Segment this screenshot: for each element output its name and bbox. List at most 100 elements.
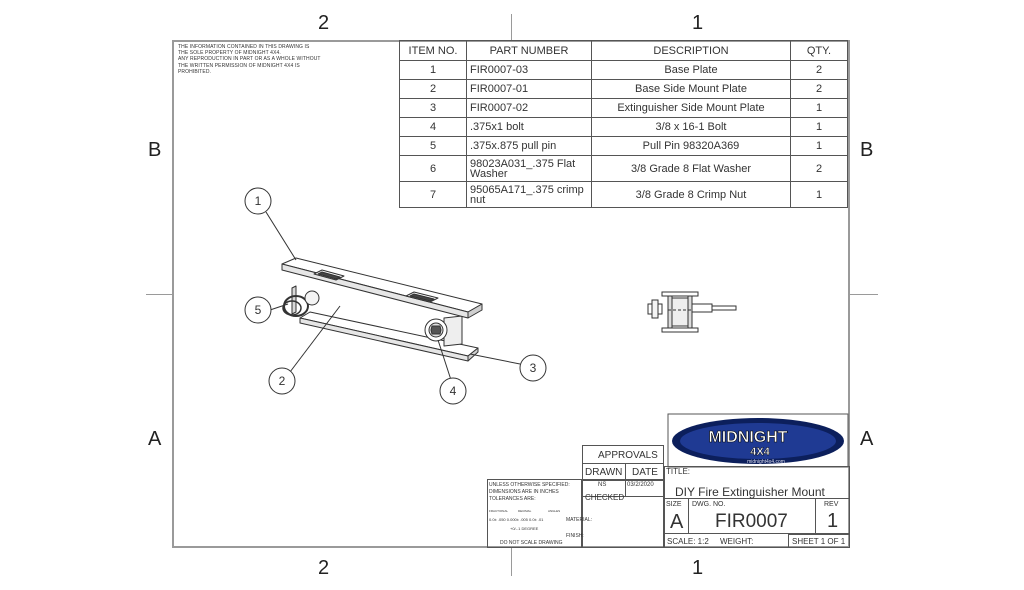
bom-item: 7 [399,181,467,208]
balloon-label-3: 3 [530,361,537,375]
leader-5 [269,303,289,311]
bom-qty: 1 [790,181,848,208]
side-view-plate-left [667,291,673,333]
bom-qty: 2 [790,79,848,99]
bom-row: 1 FIR0007-03 Base Plate 2 [399,60,848,80]
pull-pin-ring-inner [282,300,302,316]
side-view-body [671,297,689,327]
bom-description: 3/8 Grade 8 Crimp Nut [591,181,791,208]
side-view-washer [651,299,659,319]
bom-part: 95065A171_.375 crimp nut [466,181,592,208]
bom-row: 4 .375x1 bolt 3/8 x 16-1 Bolt 1 [399,117,848,137]
size-cell [664,498,689,534]
balloon-1 [244,187,272,215]
bom-header-description: DESCRIPTION [591,40,791,61]
bom-description: 3/8 Grade 8 Flat Washer [591,155,791,182]
balloon-label-4: 4 [450,384,457,398]
zone-tick-bottom [511,548,512,576]
size-label: SIZE [666,501,682,508]
size-value: A [670,511,684,533]
bom-description: Extinguisher Side Mount Plate [591,98,791,118]
side-view-top-plate [661,291,699,297]
bom-qty: 1 [790,136,848,156]
side-mount-plate-left [291,285,297,315]
proprietary-notice: THE INFORMATION CONTAINED IN THIS DRAWIN… [178,44,334,75]
tolerance-line-2: DIMENSIONS ARE IN INCHES [489,489,559,495]
dwg-no-label: DWG. NO. [692,501,726,508]
zone-label-bottom-2: 2 [318,557,330,579]
rev-label: REV [824,501,839,508]
zone-label-top-2: 2 [318,12,330,34]
side-view [647,291,737,333]
rev-cell [815,498,850,534]
leader-1 [265,211,297,261]
notice-line: THE INFORMATION CONTAINED IN THIS DRAWIN… [178,44,310,50]
tolerance-line-1: UNLESS OTHERWISE SPECIFIED: [489,482,570,488]
bom-row: 2 FIR0007-01 Base Side Mount Plate 2 [399,79,848,99]
bom-header-row: ITEM NO. PART NUMBER DESCRIPTION QTY. [399,40,848,61]
balloon-label-2: 2 [279,374,286,388]
drawing-title: DIY Fire Extinguisher Mount [675,485,825,499]
tolerance-block [487,479,582,548]
bom-qty: 2 [790,155,848,182]
weight-label: WEIGHT: [720,537,754,546]
leader-2 [289,305,341,373]
balloon-label-5: 5 [255,303,262,317]
bom-row: 6 98023A031_.375 Flat Washer 3/8 Grade 8… [399,155,848,182]
side-view-plate-right [687,291,693,333]
drawn-row [582,480,664,497]
zone-label-left-b: B [148,139,162,161]
notice-line: THE SOLE PROPERTY OF MIDNIGHT 4X4. [178,50,281,57]
approvals-label: APPROVALS [598,450,658,461]
bom-description: Pull Pin 98320A369 [591,136,791,156]
logo-ellipse-inner [680,423,836,459]
bom-description: Base Plate [591,60,791,80]
zone-label-left-a: A [148,428,162,450]
sheet-label: SHEET 1 OF 1 [792,537,846,546]
balloon-3 [519,354,547,382]
logo-brand: MIDNIGHT [708,429,787,446]
drawn-date-value: 03/2/2020 [627,482,654,488]
drawn-label: DRAWN [585,467,623,478]
balloon-5 [244,296,272,324]
zone-tick-right [850,294,878,295]
midnight-logo: MIDNIGHT 4X4 midnight4x4.com [667,413,849,468]
upper-base-plate-end [467,303,483,319]
leader-3 [469,353,521,365]
notice-line: ANY REPRODUCTION IN PART OR AS A WHOLE W… [178,56,321,63]
drawn-by-value: NS [598,482,607,488]
side-view-bottom-plate [661,327,699,333]
zone-label-right-a: A [860,428,874,450]
tolerance-angles: ANGLES [548,509,561,513]
slot-left-inner [317,271,341,280]
tolerance-decimal: DECIMAL [518,509,532,513]
bom-row: 7 95065A171_.375 crimp nut 3/8 Grade 8 C… [399,181,848,208]
material-label: MATERIAL: [566,517,593,523]
side-view-pull-pin [711,305,737,311]
do-not-scale-note: DO NOT SCALE DRAWING [500,540,563,546]
tolerance-line-3: TOLERANCES ARE: [489,496,536,502]
balloon-2 [268,367,296,395]
drawing-number: FIR0007 [715,511,788,532]
bolt-hex [430,325,442,335]
tolerance-values: 0.0± .050 0.000± .005 0.0± .01 [489,517,544,522]
sheet-cell [788,534,850,548]
bom-row: 5 .375x.875 pull pin Pull Pin 98320A369 … [399,136,848,156]
angle-tolerance: +0/-.1 DEGREE [510,526,539,531]
tolerance-fractional: FRACTIONAL [489,509,509,513]
bom-description: Base Side Mount Plate [591,79,791,99]
notice-line: THE WRITTEN PERMISSION OF MIDNIGHT 4X4 I… [178,62,300,75]
checked-label: CHECKED [585,493,625,502]
balloon-label-1: 1 [255,194,262,208]
title-label: TITLE: [666,467,691,476]
slot-right-inner [409,293,435,302]
zone-tick-left [146,294,172,295]
finish-label: FINISH: [566,533,584,539]
bom-item: 6 [399,155,467,182]
bill-of-materials-table: ITEM NO. PART NUMBER DESCRIPTION QTY. 1 … [399,40,848,208]
logo-url: midnight4x4.com [747,459,785,465]
zone-tick-top [511,14,512,40]
bom-row: 3 FIR0007-02 Extinguisher Side Mount Pla… [399,98,848,118]
pull-pin-head [304,290,320,306]
